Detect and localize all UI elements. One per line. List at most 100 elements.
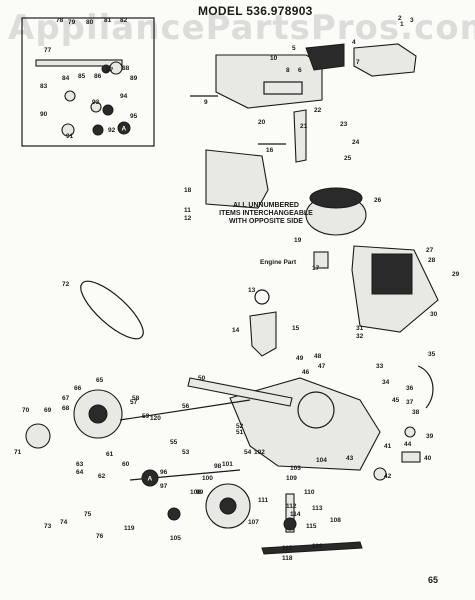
callout-49: 49 <box>296 355 304 362</box>
callout-36: 36 <box>406 385 414 392</box>
callout-52: 52 <box>236 423 244 430</box>
callout-5: 5 <box>292 45 296 52</box>
callout-18: 18 <box>184 187 192 194</box>
callout-60: 60 <box>122 461 130 468</box>
callout-65: 65 <box>96 377 104 384</box>
bag-top-plate <box>263 81 303 95</box>
callout-70: 70 <box>22 407 30 414</box>
callout-61: 61 <box>106 451 114 458</box>
callout-66: 66 <box>74 385 82 392</box>
callout-31: 31 <box>356 325 364 332</box>
callout-19: 19 <box>294 237 302 244</box>
callout-77: 77 <box>44 47 52 54</box>
callout-21: 21 <box>300 123 308 130</box>
marker-a-circle-top <box>117 121 131 135</box>
gear-105 <box>167 507 181 521</box>
filter-grille <box>305 43 345 71</box>
engine-part-label: Engine Part <box>260 259 297 266</box>
callout-96: 96 <box>160 469 168 476</box>
bracket-40 <box>401 451 421 463</box>
inset-pawl <box>64 90 76 102</box>
inset-bearing <box>101 64 111 74</box>
callout-98: 98 <box>214 463 222 470</box>
inset-detail-box <box>21 17 155 147</box>
callout-93: 93 <box>92 99 100 106</box>
callout-13: 13 <box>248 287 256 294</box>
callout-107: 107 <box>248 519 259 526</box>
inset-washer <box>90 101 102 113</box>
callout-1: 1 <box>400 21 404 28</box>
callout-99: 99 <box>196 489 204 496</box>
callout-115: 115 <box>306 523 317 530</box>
callout-10: 10 <box>270 55 278 62</box>
callout-91: 91 <box>66 133 74 140</box>
blade-bolt <box>283 517 297 531</box>
callout-120: 120 <box>150 415 161 422</box>
inset-axle-shaft <box>35 59 123 67</box>
callout-8: 8 <box>286 67 290 74</box>
callout-30: 30 <box>430 311 438 318</box>
callout-3: 3 <box>410 17 414 24</box>
page-number: 65 <box>428 575 439 585</box>
callout-9: 9 <box>204 99 208 106</box>
callout-109: 109 <box>286 475 297 482</box>
callout-75: 75 <box>84 511 92 518</box>
blade-adapter <box>285 493 295 533</box>
callout-35: 35 <box>428 351 436 358</box>
callout-90: 90 <box>40 111 48 118</box>
nut-39 <box>404 426 416 438</box>
callout-101: 101 <box>222 461 233 468</box>
callout-15: 15 <box>292 325 300 332</box>
callout-51: 51 <box>236 429 244 436</box>
reference-marker-a-1: A <box>122 126 127 133</box>
callout-64: 64 <box>76 469 84 476</box>
callout-29: 29 <box>452 271 460 278</box>
callout-100: 100 <box>202 475 213 482</box>
callout-56: 56 <box>182 403 190 410</box>
callout-94: 94 <box>120 93 128 100</box>
callout-16: 16 <box>266 147 274 154</box>
callout-89: 89 <box>130 75 138 82</box>
callout-57: 57 <box>130 399 138 406</box>
callout-87: 87 <box>106 67 114 74</box>
callout-2: 2 <box>398 15 402 22</box>
deck-cutout <box>297 391 335 429</box>
inset-hub <box>61 123 75 137</box>
callout-117: 117 <box>282 545 293 552</box>
callout-22: 22 <box>314 107 322 114</box>
shroud-vent <box>371 253 413 295</box>
callout-47: 47 <box>318 363 326 370</box>
callout-41: 41 <box>384 443 392 450</box>
callout-43: 43 <box>346 455 354 462</box>
callout-116: 116 <box>312 543 323 550</box>
callout-24: 24 <box>352 139 360 146</box>
callout-106: 106 <box>190 489 201 496</box>
callout-119: 119 <box>124 525 135 532</box>
callout-46: 46 <box>302 369 310 376</box>
callout-33: 33 <box>376 363 384 370</box>
rear-axle <box>119 399 251 421</box>
model-title: MODEL 536.978903 <box>198 4 313 18</box>
handle-bracket <box>187 377 293 407</box>
callout-78: 78 <box>56 17 64 24</box>
callout-80: 80 <box>86 19 94 26</box>
callout-83: 83 <box>40 83 48 90</box>
callout-25: 25 <box>344 155 352 162</box>
spark-plug-part <box>313 251 329 269</box>
callout-37: 37 <box>406 399 414 406</box>
note-line-3: WITH OPPOSITE SIDE <box>229 218 303 225</box>
callout-104: 104 <box>316 457 327 464</box>
callout-6: 6 <box>298 67 302 74</box>
callout-95: 95 <box>130 113 138 120</box>
callout-59: 59 <box>142 413 150 420</box>
callout-72: 72 <box>62 281 70 288</box>
engine-head <box>309 187 363 209</box>
callout-40: 40 <box>424 455 432 462</box>
rear-trim-bracket <box>293 109 307 163</box>
discharge-chute <box>249 311 277 357</box>
callout-27: 27 <box>426 247 434 254</box>
callout-97: 97 <box>160 483 168 490</box>
